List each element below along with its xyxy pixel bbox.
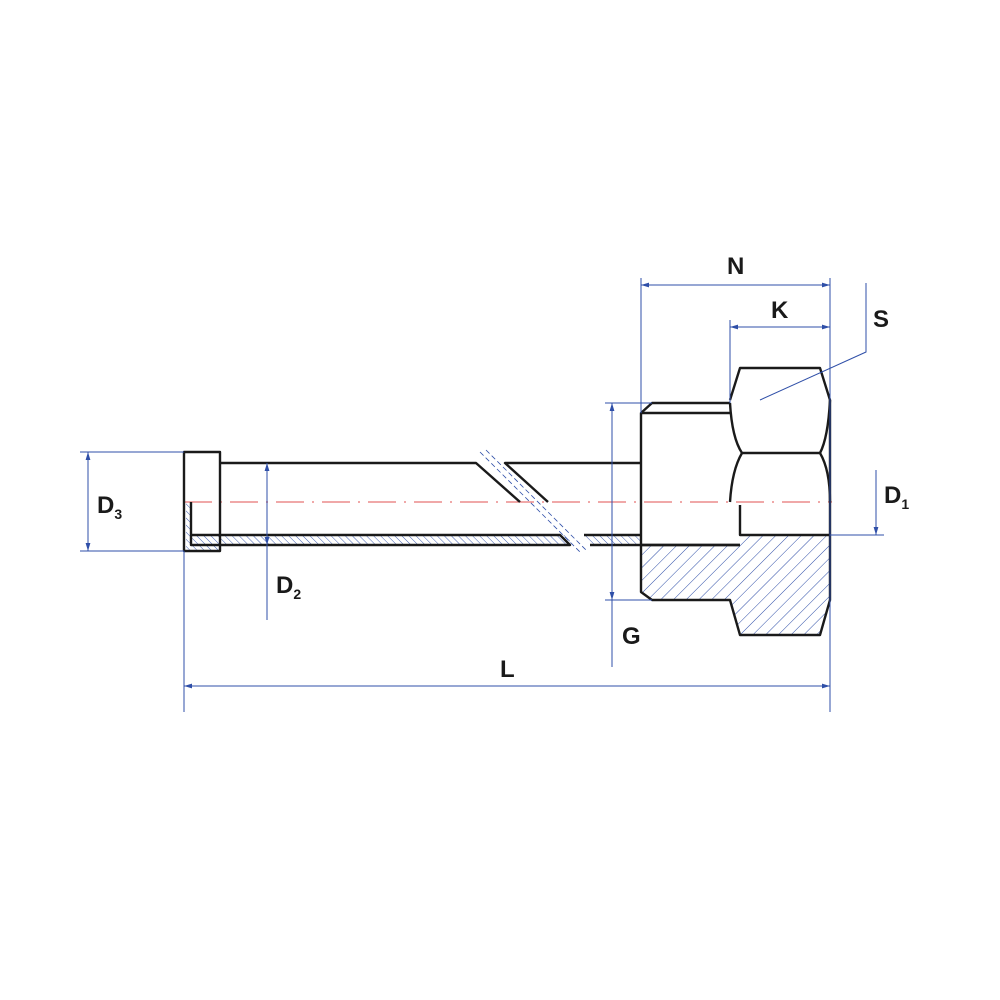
label-g: G xyxy=(622,623,641,650)
label-d1: D1 xyxy=(884,482,909,512)
tube-collar xyxy=(182,450,222,553)
hex-nut xyxy=(728,399,832,455)
label-n: N xyxy=(727,253,744,280)
dim-s-leader xyxy=(759,283,867,401)
label-l: L xyxy=(500,656,515,683)
label-d2: D2 xyxy=(276,572,301,602)
dimension-lines xyxy=(80,278,884,712)
label-d3: D3 xyxy=(97,492,122,522)
label-s: S xyxy=(873,306,889,333)
label-k: K xyxy=(771,297,789,324)
tube xyxy=(182,449,740,553)
